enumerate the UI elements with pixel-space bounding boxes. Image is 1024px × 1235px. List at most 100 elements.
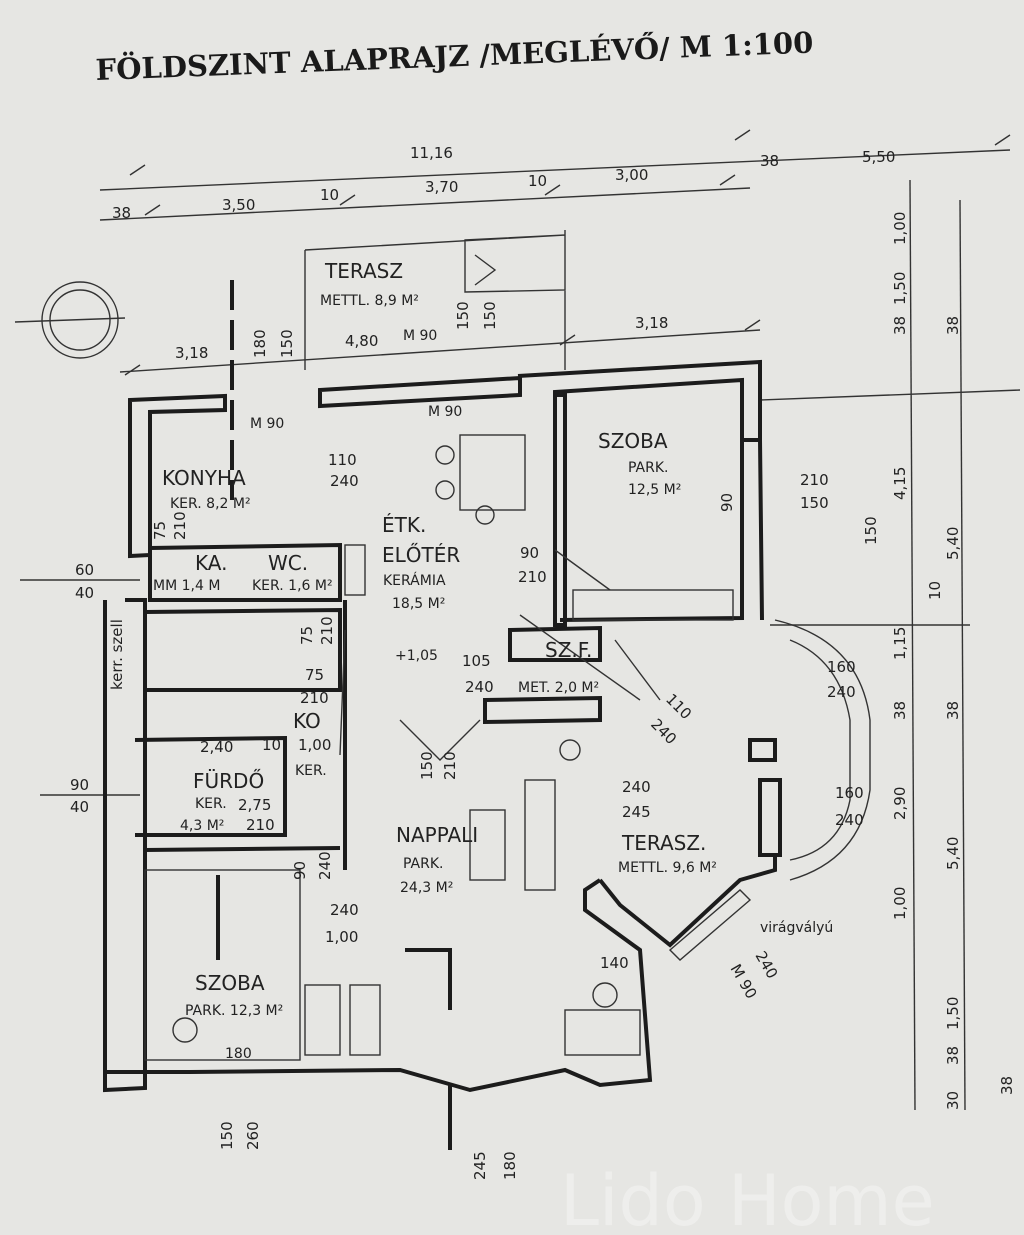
plan-label: 150 xyxy=(800,494,829,512)
plan-label: 1,50 xyxy=(944,997,962,1030)
plan-label: 1,00 xyxy=(891,212,909,245)
plan-label: M 90 xyxy=(250,416,284,432)
dimension-lines xyxy=(20,129,1021,1111)
dim: 3,00 xyxy=(615,166,648,184)
plan-label: 4,15 xyxy=(891,467,909,500)
plan-label: 105 xyxy=(462,652,491,670)
plan-label: 24,3 M² xyxy=(400,880,453,896)
plan-label: 210 xyxy=(171,511,189,540)
plan-label: 245 xyxy=(471,1151,489,1180)
dim: 3,50 xyxy=(222,196,255,214)
plan-label: 160 xyxy=(835,784,864,802)
plan-label: PARK. 12,3 M² xyxy=(185,1003,283,1019)
plan-label: 1,00 xyxy=(891,887,909,920)
plan-label: 240 xyxy=(827,683,856,701)
plan-label: 4,3 M² xyxy=(180,818,224,834)
room-nappali: NAPPALI xyxy=(396,823,478,847)
dim: 10 xyxy=(528,172,547,190)
plan-label: 1,00 xyxy=(325,928,358,946)
dim: 38 xyxy=(760,152,779,170)
plan-label: PARK. xyxy=(403,856,443,872)
plan-label: 240 xyxy=(465,678,494,696)
plan-label: 245 xyxy=(622,803,651,821)
plan-label: 90 xyxy=(291,861,309,880)
room-etkezo: ÉTK. xyxy=(382,513,426,537)
plan-label: 240 xyxy=(647,715,680,748)
plan-label: 90 xyxy=(520,544,539,562)
plan-label: KER. 8,2 M² xyxy=(170,496,251,512)
room-terasz-right: TERASZ. xyxy=(621,831,706,855)
right-dimensions: 1,00 1,50 38 38 4,15 5,40 10 1,15 38 38 … xyxy=(891,212,1016,1110)
plan-label: 150 xyxy=(418,751,436,780)
plan-label: 240 xyxy=(752,948,782,982)
plan-label: PARK. xyxy=(628,460,668,476)
plan-label: KER. xyxy=(195,796,227,812)
plan-label: 1,15 xyxy=(891,627,909,660)
plan-label: 210 xyxy=(441,751,459,780)
plan-label: 240 xyxy=(835,811,864,829)
plan-label: 110 xyxy=(662,690,695,723)
dim: 3,18 xyxy=(635,314,668,332)
room-terasz-top: TERASZ xyxy=(324,259,403,283)
plan-label: ELŐTÉR xyxy=(382,543,460,567)
plan-label: 18,5 M² xyxy=(392,596,445,612)
dim: 5,50 xyxy=(862,148,895,166)
plan-label: 2,90 xyxy=(891,787,909,820)
plan-label: +1,05 xyxy=(395,648,438,664)
plan-label: 38 xyxy=(998,1076,1016,1095)
plan-label: MET. 2,0 M² xyxy=(518,680,599,696)
plan-title: FÖLDSZINT ALAPRAJZ /MEGLÉVŐ/ M 1:100 xyxy=(95,23,814,87)
plan-label: 140 xyxy=(600,954,629,972)
plan-label: 260 xyxy=(244,1121,262,1150)
label-viragvalyu: virágvályú xyxy=(760,920,833,936)
plan-label: 240 xyxy=(316,851,334,880)
plan-label: 210 xyxy=(800,471,829,489)
plan-label: 180 xyxy=(225,1046,252,1062)
plan-label: METTL. 8,9 M² xyxy=(320,293,419,309)
plan-label: 12,5 M² xyxy=(628,482,681,498)
plan-label: 150 xyxy=(454,301,472,330)
plan-label: 240 xyxy=(330,901,359,919)
plan-label: M 90 xyxy=(403,328,437,344)
plan-label: 210 xyxy=(518,568,547,586)
plan-label: 240 xyxy=(330,472,359,490)
plan-label: 40 xyxy=(75,584,94,602)
plan-label: 110 xyxy=(328,451,357,469)
plan-label: 75 xyxy=(151,521,169,540)
dim: 38 xyxy=(112,204,131,222)
room-wc: WC. xyxy=(268,551,308,575)
plan-label: 38 xyxy=(944,1046,962,1065)
plan-label: KER. xyxy=(295,763,327,779)
plan-label: 160 xyxy=(827,658,856,676)
room-furdo: FÜRDŐ xyxy=(193,769,264,793)
plan-label: 210 xyxy=(246,816,275,834)
dim-total: 11,16 xyxy=(410,144,453,162)
plan-label: 60 xyxy=(75,561,94,579)
plan-label: 150 xyxy=(862,516,880,545)
plan-label: kerr. szell xyxy=(108,619,126,690)
room-konyha: KONYHA xyxy=(162,466,246,490)
plan-label: 38 xyxy=(944,316,962,335)
plan-label: 240 xyxy=(622,778,651,796)
plan-label: 40 xyxy=(70,798,89,816)
plan-label: 2,40 xyxy=(200,738,233,756)
plan-label: 210 xyxy=(300,689,329,707)
plan-label: 10 xyxy=(262,736,281,754)
plan-label: METTL. 9,6 M² xyxy=(618,860,717,876)
plan-label: MM 1,4 M xyxy=(153,578,220,594)
dim: 3,70 xyxy=(425,178,458,196)
room-kamra: KA. xyxy=(195,551,227,575)
dim: 4,80 xyxy=(345,332,378,350)
plan-label: 90 xyxy=(718,493,736,512)
plan-label: 1,50 xyxy=(891,272,909,305)
plan-label: 38 xyxy=(944,701,962,720)
plan-label: 180 xyxy=(251,329,269,358)
plan-label: M 90 xyxy=(727,961,761,1002)
plan-label: 5,40 xyxy=(944,837,962,870)
plan-label: 38 xyxy=(891,316,909,335)
room-ko: KO xyxy=(293,709,321,733)
plan-label: 150 xyxy=(278,329,296,358)
plan-label: 75 xyxy=(298,626,316,645)
plan-label: 5,40 xyxy=(944,527,962,560)
